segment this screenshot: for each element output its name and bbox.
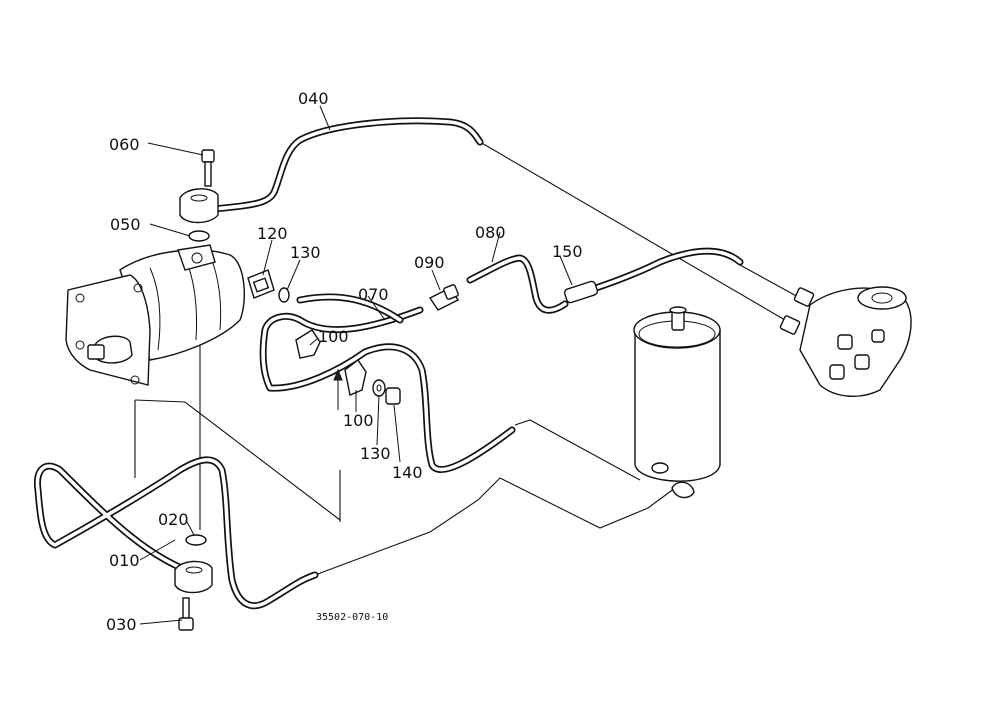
- pipe-150: [563, 247, 744, 304]
- label-120: 120: [257, 224, 288, 243]
- pipe-010: [33, 456, 319, 610]
- label-070: 070: [358, 285, 389, 304]
- label-090: 090: [414, 253, 445, 272]
- label-010: 010: [109, 551, 140, 570]
- label-140: 140: [392, 463, 423, 482]
- pipe-040: [201, 117, 484, 214]
- label-100-lower: 100: [343, 411, 374, 430]
- pipe-070: [259, 293, 516, 473]
- label-040: 040: [298, 89, 329, 108]
- bolt-060: [201, 149, 215, 187]
- leader-lines: [139, 105, 573, 625]
- control-valve: [779, 286, 912, 398]
- clamp-100-upper: [295, 329, 321, 359]
- label-030: 030: [106, 615, 137, 634]
- fitting-120: [247, 269, 275, 299]
- bolt-030: [178, 597, 194, 631]
- label-020: 020: [158, 510, 189, 529]
- label-100-upper: 100: [318, 327, 349, 346]
- oring-050: [188, 230, 210, 242]
- oring-020: [185, 534, 207, 546]
- clamp-100-lower: [333, 358, 367, 410]
- part-labels: 060 050 040 120 130 070 080 090 150 100 …: [106, 89, 583, 634]
- label-130-upper: 130: [290, 243, 321, 262]
- flange-block-bottom: [174, 560, 213, 594]
- washer-130-upper: [278, 287, 290, 303]
- routing-lines: [134, 141, 801, 576]
- nut-140: [385, 387, 401, 405]
- fitting-090: [428, 284, 460, 311]
- label-080: 080: [475, 223, 506, 242]
- drawing-code: 35502-070-10: [316, 612, 388, 623]
- washer-130-lower: [372, 379, 386, 397]
- label-150: 150: [552, 242, 583, 261]
- filter-canister: [633, 306, 721, 499]
- hydraulic-motor: [65, 244, 245, 386]
- label-060: 060: [109, 135, 140, 154]
- label-130-lower: 130: [360, 444, 391, 463]
- pipe-080: [466, 254, 569, 314]
- label-050: 050: [110, 215, 141, 234]
- flange-block-top: [179, 188, 219, 224]
